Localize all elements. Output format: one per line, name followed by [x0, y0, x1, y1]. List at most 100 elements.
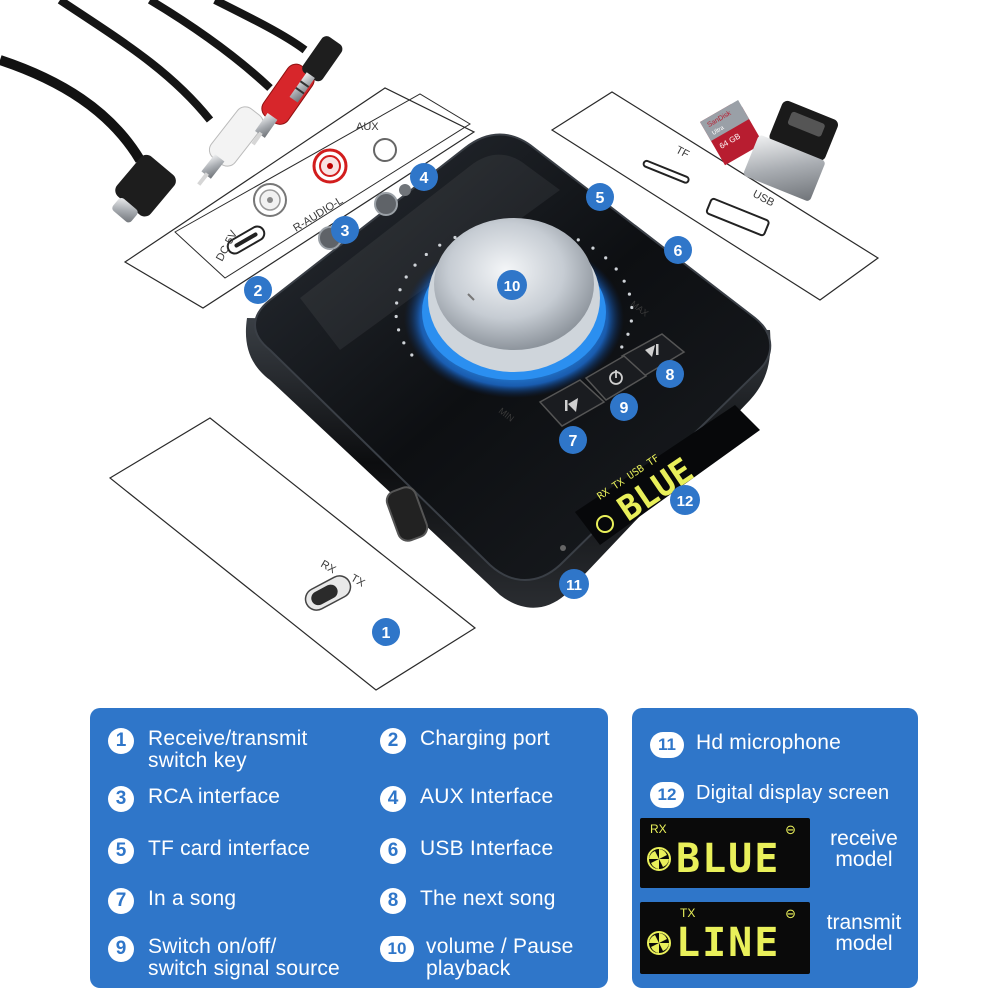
legend-item-7: 7 In a song [108, 888, 236, 914]
scale-dot [410, 353, 414, 357]
scale-dot [626, 332, 630, 336]
legend-number: 7 [108, 888, 134, 914]
scale-dot [453, 235, 457, 240]
callout-4-text: 4 [420, 170, 429, 187]
legend-panel-display: 11 Hd microphone 12 Digital display scre… [632, 708, 918, 988]
callout-1: 1 [372, 618, 400, 646]
callout-2-text: 2 [254, 283, 263, 300]
legend-text: The next song [420, 887, 556, 910]
legend-text: USB Interface [420, 837, 554, 860]
legend-number: 12 [650, 782, 684, 808]
legend-number: 9 [108, 936, 134, 962]
link-icon: ⊖ [785, 822, 796, 837]
microphone-icon [560, 545, 566, 551]
legend-text: RCA interface [148, 785, 281, 808]
legend-item-2: 2 Charging port [380, 728, 550, 754]
legend-item-8: 8 The next song [380, 888, 556, 914]
power-source-button[interactable] [584, 355, 648, 401]
storage-panel: TF USB SanDisk Ultra 64 GB [550, 91, 880, 301]
callout-8: 8 [656, 360, 684, 388]
scale-dot [629, 319, 633, 323]
callout-4: 4 [410, 163, 438, 191]
scale-dot [591, 246, 595, 250]
aux-port-icon [373, 138, 397, 162]
callout-11: 11 [559, 569, 589, 599]
dc-port-icon [226, 225, 266, 255]
lcd-mode-text: LINE [676, 920, 781, 966]
callout-10-text: 10 [504, 278, 521, 295]
mode-caption-receive: receive model [830, 827, 898, 871]
callout-8-text: 8 [666, 367, 675, 384]
scale-dot [630, 305, 634, 310]
legend-number: 10 [380, 936, 414, 962]
usb-slot-icon [705, 197, 770, 237]
legend-number: 1 [108, 728, 134, 754]
previous-song-button[interactable] [538, 379, 606, 427]
legend-number: 8 [380, 888, 406, 914]
callouts: 1 2 3 4 5 6 7 8 9 10 11 12 [244, 163, 700, 646]
lcd-mode-tag: RX [650, 822, 667, 836]
scale-dot [413, 263, 417, 267]
fan-icon [647, 931, 671, 955]
legend-number: 6 [380, 838, 406, 864]
callout-12: 12 [670, 485, 700, 515]
callout-2: 2 [244, 276, 272, 304]
callout-3-text: 3 [341, 223, 350, 240]
callout-3: 3 [331, 216, 359, 244]
lcd-mode-tag: TX [680, 906, 696, 920]
scale-dot [438, 243, 442, 247]
legend-text: In a song [148, 887, 237, 910]
fan-icon [647, 847, 671, 871]
scale-dot [394, 314, 398, 319]
legend-text: AUX Interface [420, 785, 554, 808]
callout-12-text: 12 [677, 493, 694, 510]
legend-text: Digital display screen [696, 782, 890, 804]
callout-5-text: 5 [596, 190, 605, 207]
scale-dot [622, 279, 626, 283]
legend-item-6: 6 USB Interface [380, 838, 553, 864]
legend-item-12: 12 Digital display screen [650, 782, 889, 808]
rca-red-port-icon [312, 148, 348, 184]
callout-7: 7 [559, 426, 587, 454]
aux-label: AUX [356, 121, 379, 133]
display-fan-icon [596, 515, 614, 533]
legend-text: Charging port [420, 727, 550, 750]
callout-11-text: 11 [566, 577, 582, 594]
cables [0, 0, 343, 223]
side-rca-ports-icon [318, 184, 411, 250]
lcd-transmit-mode: TX ⊖ LINE [640, 902, 810, 974]
callout-7-text: 7 [569, 433, 578, 450]
legend-number: 11 [650, 732, 684, 758]
legend-item-4: 4 AUX Interface [380, 786, 553, 812]
sd-line: Ultra [711, 125, 726, 137]
legend-number: 4 [380, 786, 406, 812]
scale-dot [402, 341, 406, 345]
scale-dot [604, 256, 608, 260]
rx-tx-switch-icon [304, 575, 352, 611]
callout-6-text: 6 [674, 243, 683, 260]
lcd-receive-mode: RX ⊖ BLUE [640, 818, 810, 888]
tf-slot-icon [642, 159, 690, 184]
scale-dot [396, 328, 401, 332]
link-icon: ⊖ [785, 906, 796, 921]
callout-1-text: 1 [382, 625, 391, 642]
scale-dot [395, 301, 399, 305]
callout-9: 9 [610, 393, 638, 421]
legend-text: TF card interface [148, 837, 311, 860]
microsd-card-icon: SanDisk Ultra 64 GB [700, 100, 764, 166]
legend-number: 2 [380, 728, 406, 754]
side-switch-icon [385, 486, 429, 542]
tf-label: TF [674, 144, 692, 161]
lcd-mode-text: BLUE [676, 836, 781, 882]
scale-dot [404, 275, 408, 279]
scale-dot [620, 345, 624, 349]
scale-dot [614, 267, 618, 271]
port-panel: DC-5V R-AUDIO-L AUX [123, 87, 476, 309]
usb-flash-drive-icon [743, 100, 838, 201]
scale-dot [398, 288, 402, 292]
